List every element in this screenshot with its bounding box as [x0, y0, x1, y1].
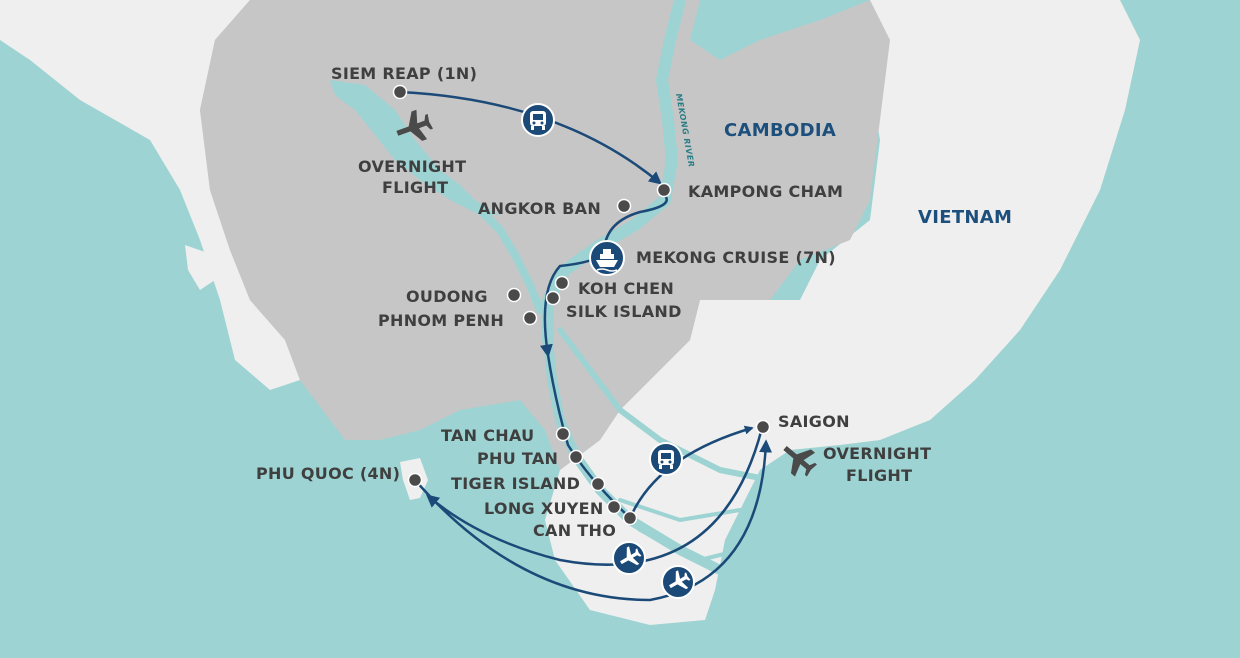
label-mekong-cruise: MEKONG CRUISE (7N): [636, 248, 836, 267]
country-label-cambodia: CAMBODIA: [724, 120, 836, 141]
label-overnight-flight-east-1: OVERNIGHT: [823, 444, 931, 463]
ship-icon: [589, 240, 625, 276]
stop-markers: [392, 84, 771, 526]
marker-phu-tan: [568, 449, 584, 465]
label-can-tho: CAN THO: [533, 521, 616, 540]
marker-oudong: [506, 287, 522, 303]
bus-icon-south: [649, 442, 683, 476]
plane-icon-route-1: [612, 541, 646, 575]
marker-saigon: [755, 419, 771, 435]
thailand-land: [0, 0, 300, 390]
route-saigon-phuquoc-flight: [426, 427, 764, 566]
bus-icon-north: [521, 103, 555, 137]
marker-siem-reap: [392, 84, 408, 100]
label-oudong: OUDONG: [406, 287, 488, 306]
label-tiger-island: TIGER ISLAND: [451, 474, 580, 493]
label-koh-chen: KOH CHEN: [578, 279, 674, 298]
plane-icon-siem-reap: [396, 109, 433, 141]
delta-channels: [618, 498, 762, 562]
label-silk-island: SILK ISLAND: [566, 302, 682, 321]
tonle-sap-river: [476, 206, 544, 314]
marker-can-tho: [622, 510, 638, 526]
bassac-river: [557, 327, 773, 483]
marker-phu-quoc: [407, 472, 423, 488]
marker-phnom-penh: [522, 310, 538, 326]
tonle-sap-lake: [330, 80, 500, 215]
label-saigon: SAIGON: [778, 412, 850, 431]
country-label-vietnam: VIETNAM: [918, 207, 1012, 228]
label-overnight-flight-east-2: FLIGHT: [846, 466, 912, 485]
label-kampong-cham: KAMPONG CHAM: [688, 182, 843, 201]
marker-silk-island: [545, 290, 561, 306]
label-phnom-penh: PHNOM PENH: [378, 311, 504, 330]
label-angkor-ban: ANGKOR BAN: [478, 199, 601, 218]
label-tan-chau: TAN CHAU: [441, 426, 534, 445]
plane-icon-saigon: [783, 445, 817, 477]
vietnam-land: [545, 0, 1140, 625]
route-phuquoc-saigon-flight: [414, 439, 773, 602]
label-phu-tan: PHU TAN: [477, 449, 558, 468]
thailand-islands: [185, 245, 243, 328]
marker-kampong-cham: [656, 182, 672, 198]
label-long-xuyen: LONG XUYEN: [484, 499, 604, 518]
label-phu-quoc: PHU QUOC (4N): [256, 464, 400, 483]
label-siem-reap: SIEM REAP (1N): [331, 64, 477, 83]
marker-koh-chen: [554, 275, 570, 291]
plane-icon-route-2: [661, 565, 695, 599]
marker-long-xuyen: [606, 499, 622, 515]
label-overnight-flight-west-1: OVERNIGHT: [358, 157, 466, 176]
marker-tan-chau: [555, 426, 571, 442]
marker-tiger-island: [590, 476, 606, 492]
route-cruise-lower: [546, 354, 629, 517]
marker-angkor-ban: [616, 198, 632, 214]
label-overnight-flight-west-2: FLIGHT: [382, 178, 448, 197]
